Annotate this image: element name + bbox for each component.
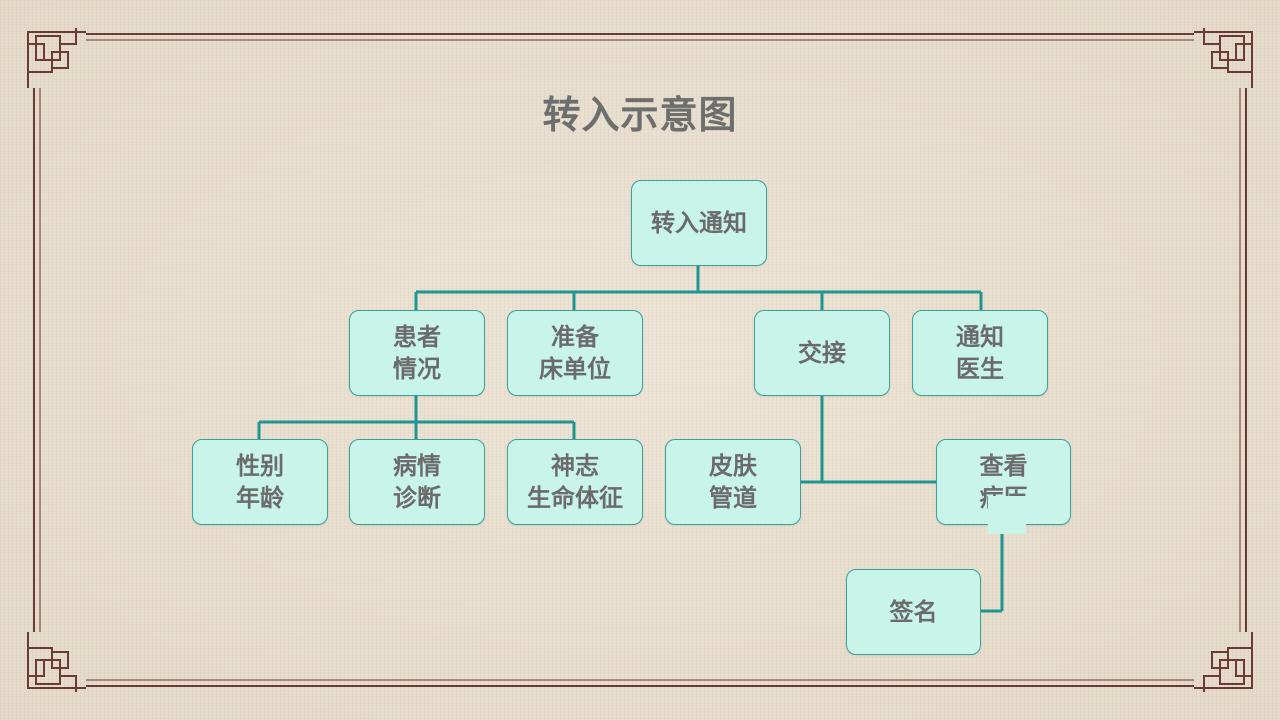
node-prepare-bed[interactable]: 准备 床单位 xyxy=(507,310,643,396)
node-transfer-notice[interactable]: 转入通知 xyxy=(631,180,767,266)
node-notify-doctor[interactable]: 通知 医生 xyxy=(912,310,1048,396)
node-skin-tubes[interactable]: 皮肤 管道 xyxy=(665,439,801,525)
node-sign[interactable]: 签名 xyxy=(846,569,981,655)
node-gender-age[interactable]: 性别 年龄 xyxy=(192,439,328,525)
page-title: 转入示意图 xyxy=(542,93,738,137)
node-handover[interactable]: 交接 xyxy=(754,310,890,396)
overlap-patch xyxy=(988,496,1026,534)
node-patient-condition[interactable]: 患者 情况 xyxy=(349,310,485,396)
node-diagnosis[interactable]: 病情 诊断 xyxy=(349,439,485,525)
node-vitals[interactable]: 神志 生命体征 xyxy=(507,439,643,525)
